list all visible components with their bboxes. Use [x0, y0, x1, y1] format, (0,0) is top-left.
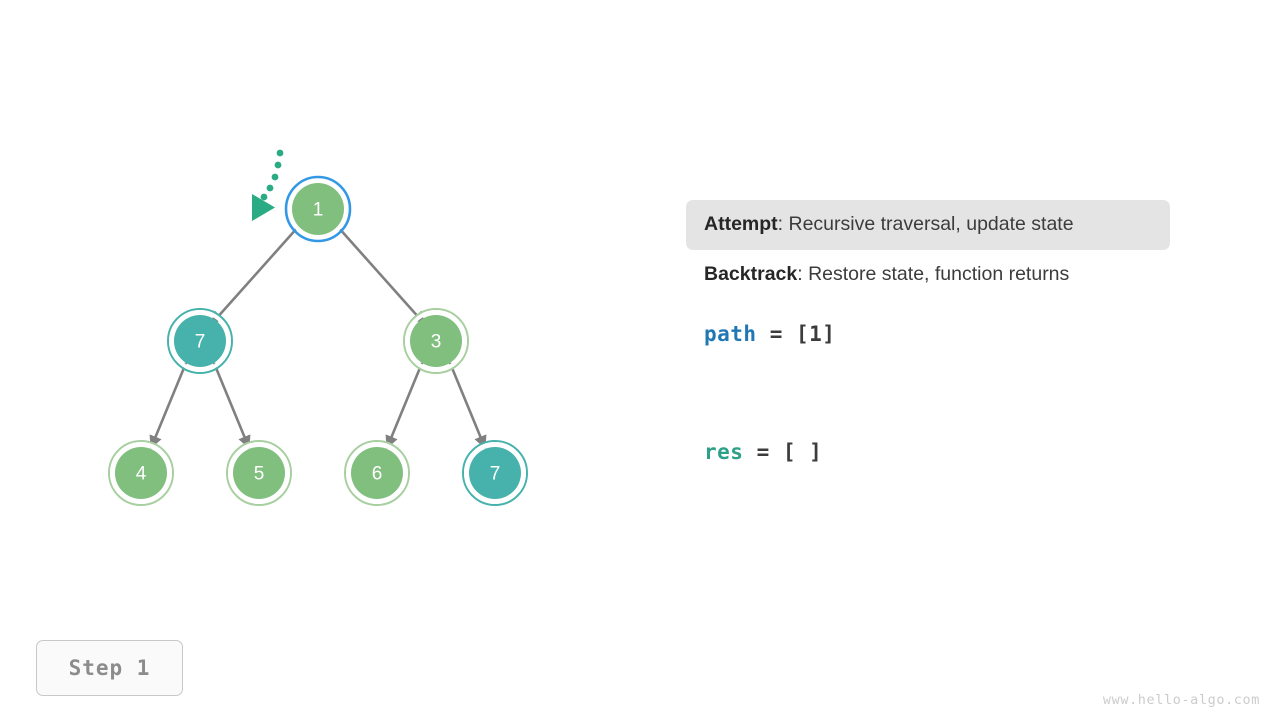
- backtrack-text: : Restore state, function returns: [797, 263, 1070, 286]
- cursor-dot: [274, 161, 282, 169]
- node-gap-ring: [346, 442, 408, 504]
- tree-node-6[interactable]: 6: [344, 440, 410, 506]
- cursor-play-arrow-icon: [252, 194, 275, 221]
- node-gap-ring: [287, 178, 349, 240]
- edge-1-3: [337, 226, 426, 325]
- node-gap-ring: [228, 442, 290, 504]
- node-outer-ring: [167, 308, 233, 374]
- tree-diagram-panel: 1 7 3 4 5: [108, 149, 528, 506]
- step-badge: Step 1: [36, 640, 183, 696]
- node-fill: [351, 447, 403, 499]
- node-outer-ring: [108, 440, 174, 506]
- step-label: Step 1: [68, 656, 151, 680]
- recursion-cursor: [252, 149, 284, 221]
- state-spacer: [704, 354, 1246, 432]
- cursor-dot: [260, 193, 268, 201]
- attempt-line: Attempt: Recursive traversal, update sta…: [704, 215, 1074, 235]
- backtrack-lead: Backtrack: [704, 263, 798, 286]
- state-assign-path: =: [756, 322, 797, 346]
- node-fill: [115, 447, 167, 499]
- tree-node-1[interactable]: 1: [284, 175, 352, 243]
- node-fill: [410, 315, 462, 367]
- state-block: path = [1] res = [ ]: [686, 314, 1246, 472]
- edge-1-7: [210, 226, 299, 325]
- watermark: www.hello-algo.com: [1102, 692, 1260, 708]
- info-panel: Attempt: Recursive traversal, update sta…: [686, 200, 1246, 472]
- node-label: 4: [136, 464, 147, 485]
- edge-3-6: [385, 362, 424, 449]
- tree-node-5[interactable]: 5: [226, 440, 292, 506]
- node-outer-ring: [462, 440, 528, 506]
- cursor-dot: [276, 149, 284, 157]
- node-label: 1: [313, 200, 324, 221]
- attempt-text: : Recursive traversal, update state: [777, 213, 1074, 236]
- node-fill: [469, 447, 521, 499]
- node-label: 7: [490, 464, 501, 485]
- tree-node-7-right[interactable]: 7: [462, 440, 528, 506]
- node-outer-ring: [226, 440, 292, 506]
- node-fill: [174, 315, 226, 367]
- node-gap-ring: [169, 310, 231, 372]
- state-var-path: path: [704, 322, 757, 346]
- edge-7-4: [149, 362, 188, 449]
- node-gap-ring: [110, 442, 172, 504]
- node-label: 6: [372, 464, 383, 485]
- backtrack-row: Backtrack: Restore state, function retur…: [686, 250, 1246, 300]
- state-var-res: res: [704, 440, 744, 464]
- tree-edges: [149, 226, 487, 449]
- tree-node-3[interactable]: 3: [403, 308, 469, 374]
- backtrack-line: Backtrack: Restore state, function retur…: [704, 265, 1069, 285]
- attempt-row: Attempt: Recursive traversal, update sta…: [686, 200, 1170, 250]
- node-gap-ring: [464, 442, 526, 504]
- node-label: 3: [431, 332, 442, 353]
- node-gap-ring: [405, 310, 467, 372]
- node-fill: [233, 447, 285, 499]
- binary-tree-svg: 1 7 3 4 5: [108, 149, 528, 506]
- node-label: 5: [254, 464, 265, 485]
- state-value-path: [1]: [796, 322, 836, 346]
- node-fill: [292, 183, 344, 235]
- tree-node-7-left[interactable]: 7: [167, 308, 233, 374]
- state-line-path: path = [1]: [704, 314, 1246, 354]
- state-value-res: [ ]: [782, 440, 823, 464]
- node-outer-ring: [344, 440, 410, 506]
- tree-node-4[interactable]: 4: [108, 440, 174, 506]
- node-outer-ring: [284, 175, 352, 243]
- edge-3-7b: [448, 362, 487, 449]
- node-label: 7: [195, 332, 206, 353]
- cursor-dot: [266, 184, 274, 192]
- state-assign-res: =: [743, 440, 783, 464]
- node-outer-ring: [403, 308, 469, 374]
- state-line-res: res = [ ]: [704, 432, 1246, 472]
- attempt-lead: Attempt: [704, 213, 778, 236]
- cursor-dot: [271, 173, 279, 181]
- edge-7-5: [212, 362, 251, 449]
